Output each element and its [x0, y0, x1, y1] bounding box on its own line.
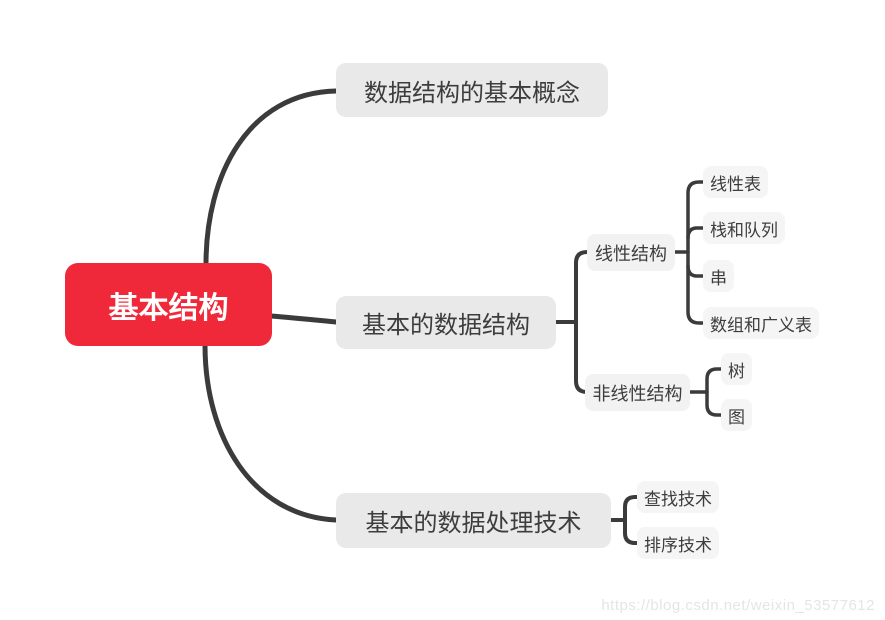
node-nonlinear-structure[interactable]: 非线性结构 — [585, 374, 690, 411]
connector-linear-stub-stack-queue — [686, 226, 707, 240]
connector-root-to-basic-data-structures — [268, 313, 339, 325]
connector-nonlinear-bracket — [705, 367, 725, 417]
node-array-and-generalized-list[interactable]: 数组和广义表 — [703, 307, 819, 339]
node-string[interactable]: 串 — [703, 260, 734, 292]
node-basic-concepts[interactable]: 数据结构的基本概念 — [336, 63, 608, 117]
node-stack-and-queue[interactable]: 栈和队列 — [703, 212, 785, 244]
connector-linear-bracket — [686, 180, 707, 325]
node-root[interactable]: 基本结构 — [65, 263, 272, 346]
node-graph[interactable]: 图 — [721, 399, 752, 431]
node-basic-data-structures[interactable]: 基本的数据结构 — [336, 296, 556, 349]
node-search-technique[interactable]: 查找技术 — [637, 481, 719, 513]
connector-root-to-basic-concepts — [203, 88, 339, 267]
connector-b3-bracket — [623, 495, 641, 545]
watermark: https://blog.csdn.net/weixin_53577612 — [601, 597, 875, 614]
node-basic-processing-techniques[interactable]: 基本的数据处理技术 — [336, 493, 611, 548]
connector-linear-stub-string — [686, 264, 707, 278]
node-linear-structure[interactable]: 线性结构 — [587, 234, 675, 271]
connector-root-to-basic-processing — [202, 342, 339, 523]
node-linear-list[interactable]: 线性表 — [703, 166, 768, 198]
node-sort-technique[interactable]: 排序技术 — [637, 527, 719, 559]
node-tree[interactable]: 树 — [721, 353, 752, 385]
connector-b2-bracket — [574, 250, 590, 394]
